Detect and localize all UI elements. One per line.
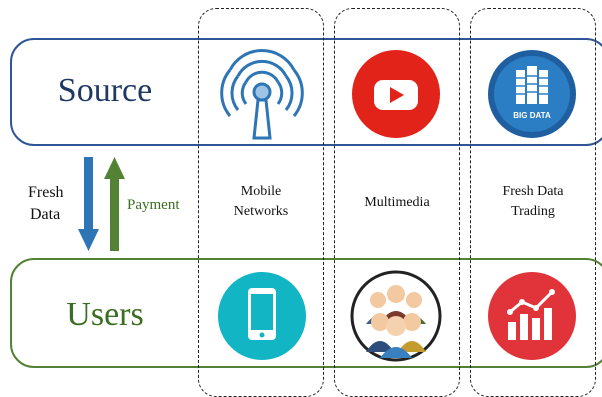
caption-line: Fresh Data [502, 184, 564, 199]
caption-line: Mobile [240, 184, 282, 199]
video-play-icon [352, 50, 440, 138]
caption-line: Multimedia [364, 195, 430, 210]
source-band [10, 38, 602, 146]
caption-line: Networks [233, 204, 289, 219]
caption-line: Trading [511, 204, 555, 219]
flow-arrows [78, 157, 125, 251]
fresh-data-label-line1: Fresh [28, 184, 64, 201]
big-data-server-icon: BIG DATA [488, 50, 576, 138]
users-band [10, 258, 602, 368]
fresh-data-trading-caption: Fresh Data Trading [470, 182, 596, 222]
big-data-text: BIG DATA [513, 111, 551, 120]
fresh-data-down-arrow [78, 157, 99, 251]
multimedia-caption: Multimedia [334, 193, 460, 213]
people-group-icon [350, 270, 442, 362]
smartphone-icon [218, 272, 306, 360]
users-label: Users [66, 296, 144, 333]
analytics-chart-icon [488, 272, 576, 360]
payment-up-arrow [104, 157, 125, 251]
source-label: Source [57, 72, 153, 109]
payment-label: Payment [127, 197, 180, 213]
fresh-data-label-line2: Data [30, 206, 61, 223]
mobile-networks-caption: Mobile Networks [198, 182, 324, 222]
wireless-tower-icon [220, 48, 304, 140]
